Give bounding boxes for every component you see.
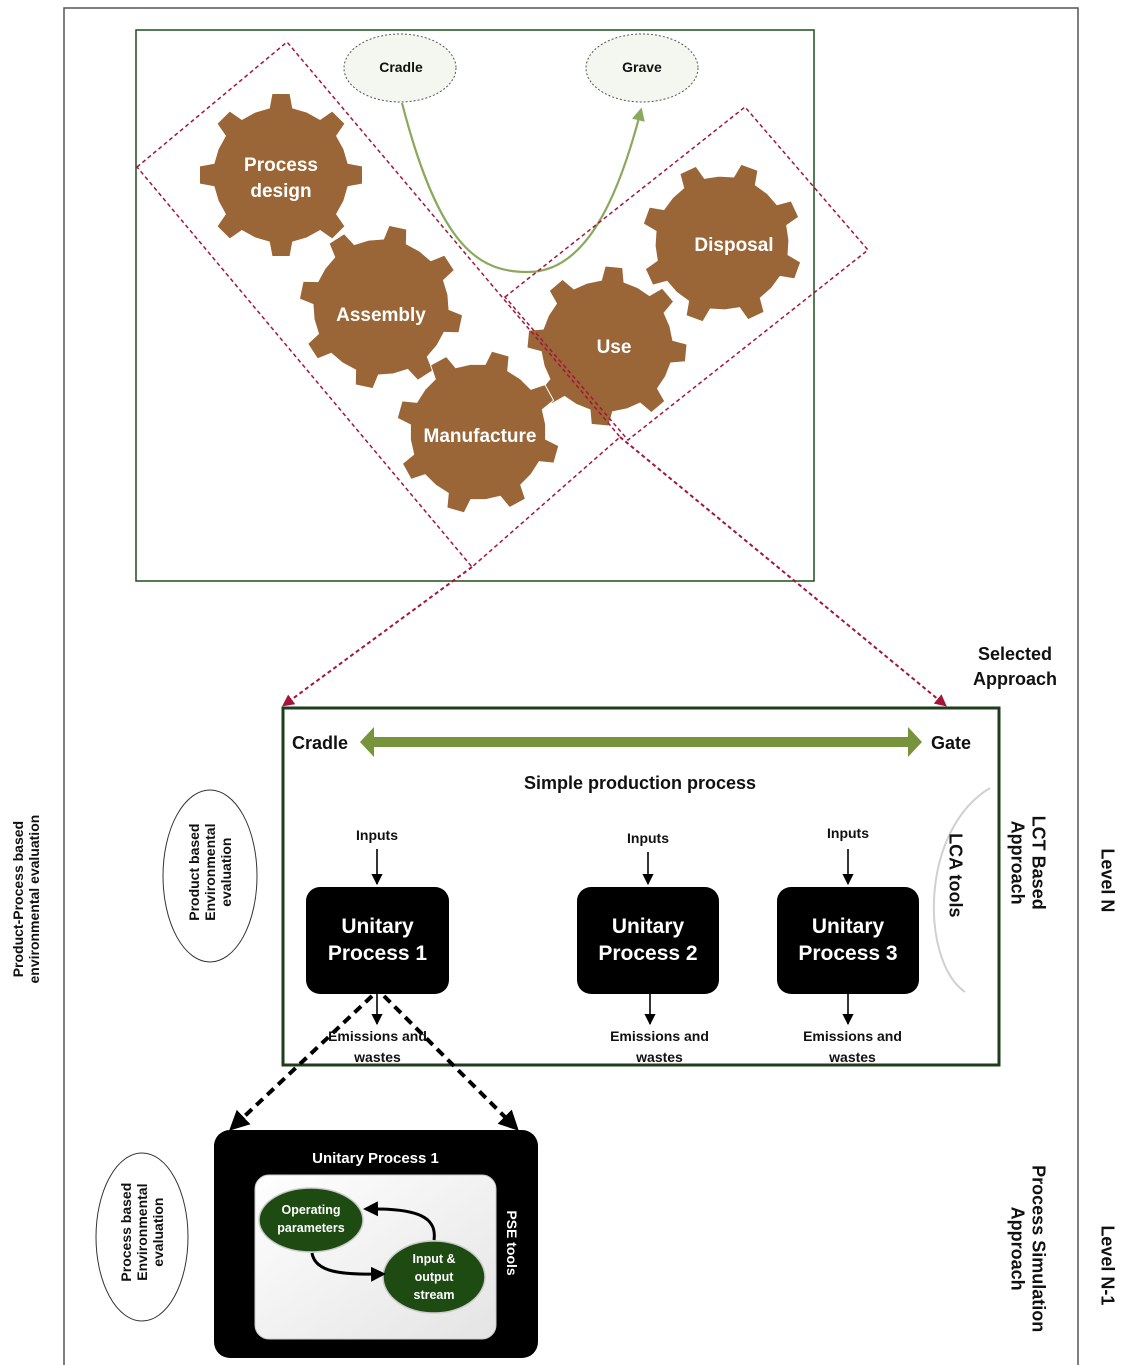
product-eval-label: Product based Environmental evaluation [186, 797, 234, 947]
gear-group [199, 93, 802, 514]
manufacture-gear [396, 350, 560, 514]
process-design-gear [199, 93, 363, 257]
operating-parameters-ellipse [258, 1187, 364, 1253]
pse-tools-label: PSE tools [504, 1210, 521, 1276]
assembly-label: Assembly [336, 305, 426, 326]
input-output-stream-label: Input & output stream [394, 1250, 474, 1304]
outer-frame [63, 7, 1079, 1365]
psa-line1: Process Simulation [1028, 1165, 1049, 1333]
selection-arrow-right [619, 436, 947, 707]
disposal-label: Disposal [694, 235, 774, 256]
operating-parameters-label: Operating parameters [262, 1201, 360, 1237]
level-n1-label: Level N-1 [1097, 1225, 1118, 1306]
unit-3-line2: Process 3 [798, 941, 898, 965]
unit-2-line2: Process 2 [598, 941, 698, 965]
level-n-cradle-label: Cradle [292, 733, 349, 753]
side-title-line1: Product-Process based [9, 820, 26, 978]
disposal-gear [642, 163, 802, 323]
process-eval-ellipse [95, 1152, 189, 1322]
stream-line3: stream [413, 1288, 455, 1303]
unit-1-line1: Unitary [341, 915, 414, 939]
lca-tools-oval [932, 787, 991, 993]
stream-line2: output [414, 1270, 454, 1285]
selected-approach-label: Selected Approach [972, 644, 1057, 690]
product-eval-ellipse [162, 789, 258, 963]
lca-tools-label: LCA tools [945, 833, 966, 918]
outputs-label-3: Emissions and wastes [803, 1028, 902, 1065]
psa-line2: Approach [1008, 1206, 1028, 1291]
use-disposal-selection [503, 105, 870, 442]
cradle-ellipse [343, 33, 457, 103]
manufacture-label: Manufacture [423, 426, 537, 447]
zoom-arrow-right [382, 994, 519, 1131]
inputs-label-1: Inputs [356, 827, 398, 843]
side-title-line2: environmental evaluation [26, 814, 42, 984]
feedback-arrow [363, 1201, 436, 1241]
inputs-label-2: Inputs [627, 830, 669, 846]
unit-3-line1: Unitary [811, 915, 885, 939]
outputs-label-1: Emissions and wastes [328, 1028, 427, 1065]
process-title: Simple production process [523, 773, 757, 793]
product-eval-line3: evaluation [218, 837, 235, 907]
zoom-arrow-left [229, 994, 374, 1131]
unit-2-line1: Unitary [611, 915, 685, 939]
cradle-to-grave-curve [400, 102, 645, 274]
level-n-label: Level N [1097, 848, 1118, 913]
selection-arrow-left [282, 566, 473, 707]
product-eval-line1: Product based [185, 823, 202, 921]
process-eval-line1: Process based [117, 1182, 134, 1282]
grave-label: Grave [622, 59, 662, 75]
inputs-label-3: Inputs [827, 825, 869, 841]
use-label: Use [596, 337, 632, 358]
lct-approach-line2: Approach [1008, 820, 1028, 905]
operating-line1: Operating [281, 1203, 341, 1217]
process-eval-line3: evaluation [150, 1197, 167, 1267]
process-eval-label: Process based Environmental evaluation [118, 1157, 166, 1307]
use-gear [526, 265, 688, 427]
product-eval-line2: Environmental [201, 823, 218, 921]
process-eval-line2: Environmental [133, 1183, 150, 1281]
outputs-label-2: Emissions and wastes [610, 1028, 709, 1065]
side-title: Product-Process based environmental eval… [10, 769, 42, 1029]
cradle-label: Cradle [379, 59, 423, 75]
process-simulation-approach-label: Process Simulation Approach [1007, 1139, 1049, 1359]
cradle-gate-arrow [360, 727, 922, 757]
level-n1-title: Unitary Process 1 [312, 1150, 439, 1167]
lct-approach-label: LCT Based Approach [1007, 773, 1049, 953]
forward-arrow [310, 1252, 386, 1282]
operating-line2: parameters [277, 1221, 345, 1236]
stream-line1: Input & [412, 1252, 456, 1266]
level-n-box [281, 706, 1001, 1067]
lct-approach-line1: LCT Based [1028, 815, 1049, 910]
process-design-label: Process design [244, 155, 318, 202]
unit-1-line2: Process 1 [327, 941, 428, 965]
grave-ellipse [585, 33, 699, 103]
level-n-gate-label: Gate [931, 733, 972, 753]
